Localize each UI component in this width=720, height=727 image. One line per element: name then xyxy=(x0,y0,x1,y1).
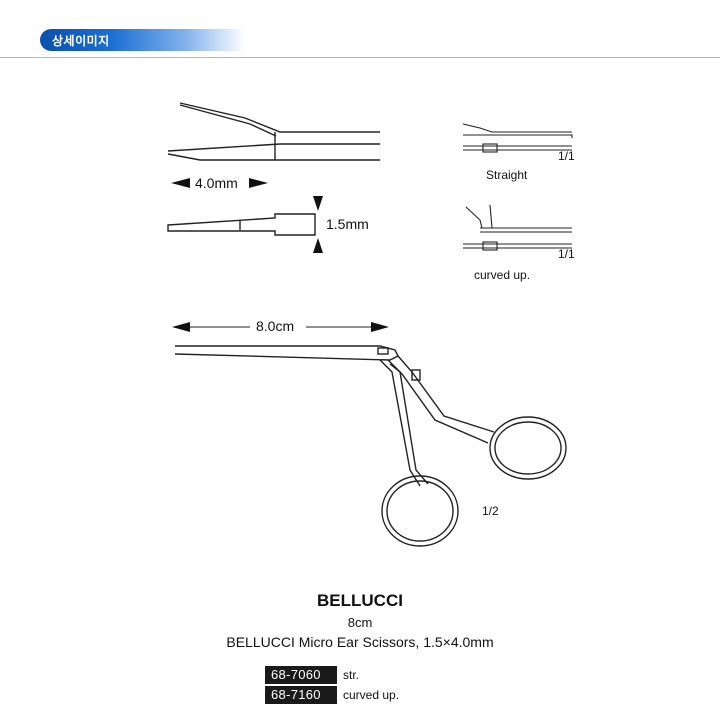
straight-scale-label: 1/1 xyxy=(558,149,575,163)
arrow-right-icon xyxy=(371,322,389,332)
arrow-left-icon xyxy=(171,178,190,188)
curved-variant-label: curved up. xyxy=(474,268,530,282)
product-code-row: 68-7160 curved up. xyxy=(265,686,399,704)
shaft-length-label: 8.0cm xyxy=(256,318,294,334)
detail-image-tab[interactable]: 상세이미지 xyxy=(40,29,245,51)
product-size: 8cm xyxy=(347,615,373,630)
product-code: 68-7060 xyxy=(265,666,337,684)
curved-variant-drawing xyxy=(463,204,572,251)
tip-side-view xyxy=(167,102,380,161)
arrow-right-icon xyxy=(249,178,268,188)
full-scale-label: 1/2 xyxy=(482,504,499,518)
product-code-row: 68-7060 str. xyxy=(265,666,359,684)
straight-variant-drawing xyxy=(462,123,573,153)
arrow-down-icon xyxy=(313,196,323,211)
tip-length-label: 4.0mm xyxy=(195,175,238,191)
straight-variant-label: Straight xyxy=(486,168,528,182)
arrow-left-icon xyxy=(172,322,190,332)
shaft-length-dimension: 8.0cm xyxy=(172,316,389,336)
tip-top-view xyxy=(167,213,316,236)
tip-width-dimension: 1.5mm xyxy=(313,196,369,253)
header-divider xyxy=(0,57,720,58)
product-description: BELLUCCI Micro Ear Scissors, 1.5×4.0mm xyxy=(226,634,494,650)
product-variant: curved up. xyxy=(343,688,400,702)
full-instrument xyxy=(174,345,567,547)
detail-image-tab-label: 상세이미지 xyxy=(52,34,110,48)
arrow-up-icon xyxy=(313,238,323,253)
product-name: BELLUCCI xyxy=(317,591,403,610)
tip-width-label: 1.5mm xyxy=(326,216,369,232)
curved-scale-label: 1/1 xyxy=(558,247,575,261)
product-code: 68-7160 xyxy=(265,686,337,704)
tip-length-dimension: 4.0mm xyxy=(171,175,268,191)
product-variant: str. xyxy=(343,668,360,682)
